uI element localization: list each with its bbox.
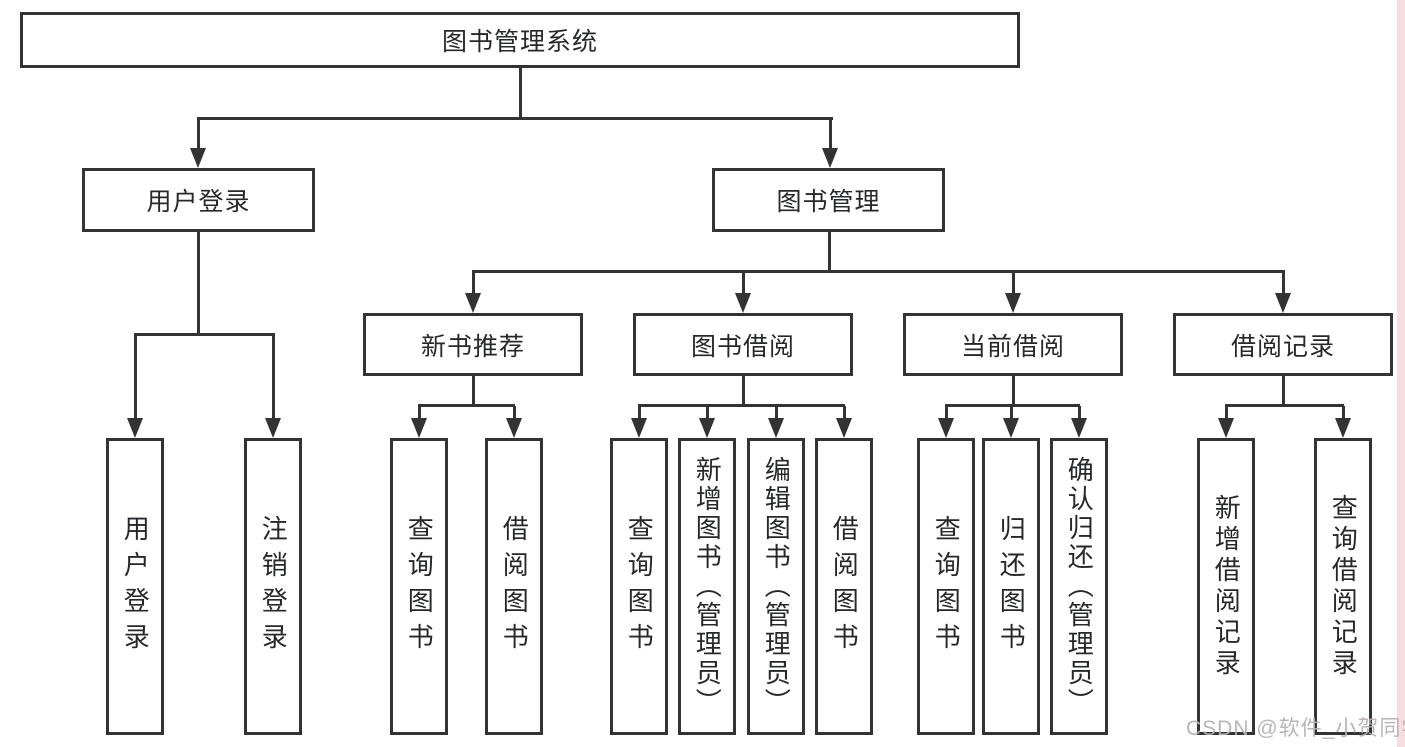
leaf-br-query-record: 查询借阅记录: [1314, 438, 1372, 735]
leaf-label: 借阅图书: [829, 514, 860, 659]
connector-drop-user-login: [197, 119, 200, 150]
leaf-label: 归还图书: [996, 514, 1027, 659]
node-label: 图书借阅: [690, 332, 795, 361]
connector-drop-cb-query: [945, 406, 948, 420]
leaf-logout: 注销登录: [244, 438, 302, 735]
arrowhead-bb-add: [699, 418, 715, 438]
node-label: 用户登录: [146, 188, 251, 216]
arrowhead-br-add: [1218, 418, 1234, 438]
leaf-br-add-record: 新增借阅记录: [1197, 438, 1255, 735]
arrowhead-borrow-records: [1275, 293, 1291, 313]
leaf-label: 确认归还（管理员）: [1064, 456, 1095, 717]
leaf-cb-query-books: 查询图书: [917, 438, 975, 735]
node-label: 新书推荐: [420, 332, 525, 361]
arrowhead-cb-return: [1003, 418, 1019, 438]
connector-drop-new-book-rec: [472, 272, 475, 295]
node-root: 图书管理系统: [20, 12, 1020, 68]
connector-bb-stem: [742, 376, 745, 407]
node-user-login: 用户登录: [82, 168, 315, 232]
leaf-label: 新增图书（管理员）: [692, 456, 723, 717]
arrowhead-new-book-rec: [465, 293, 481, 313]
arrowhead-current-borrow: [1005, 293, 1021, 313]
connector-nbr-branch: [418, 404, 515, 407]
arrowhead-user-login: [190, 148, 206, 168]
connector-nbr-stem: [472, 376, 475, 407]
leaf-label: 借阅图书: [499, 514, 530, 659]
arrowhead-cb-query: [938, 418, 954, 438]
leaf-nbr-query-books: 查询图书: [390, 438, 448, 735]
arrowhead-book-borrow: [735, 293, 751, 313]
arrowhead-bb-edit: [768, 418, 784, 438]
node-label: 图书管理系统: [441, 28, 598, 56]
connector-bb-branch: [638, 404, 845, 407]
connector-cb-stem: [1012, 376, 1015, 407]
leaf-label: 新增借阅记录: [1211, 493, 1242, 680]
leaf-label: 编辑图书（管理员）: [761, 456, 792, 717]
arrowhead-bb-query: [631, 418, 647, 438]
arrowhead-cb-confirm: [1071, 418, 1087, 438]
connector-book-mgmt-stem: [828, 232, 831, 273]
node-new-book-recommend: 新书推荐: [363, 313, 583, 376]
connector-user-login-branch: [134, 333, 275, 336]
connector-drop-br-query: [1342, 406, 1345, 420]
connector-drop-bb-borrow: [843, 406, 846, 420]
leaf-label: 查询图书: [931, 514, 962, 659]
node-label: 借阅记录: [1230, 332, 1335, 361]
connector-drop-book-borrow: [742, 272, 745, 295]
right-accent-strip: [1397, 0, 1405, 747]
arrowhead-book-mgmt: [822, 148, 838, 168]
node-current-borrow: 当前借阅: [903, 313, 1123, 376]
leaf-cb-confirm-return-admin: 确认归还（管理员）: [1050, 438, 1108, 735]
arrowhead-bb-borrow: [836, 418, 852, 438]
leaf-label: 查询图书: [624, 514, 655, 659]
arrowhead-leaf-logout: [265, 418, 281, 438]
leaf-bb-query-books: 查询图书: [610, 438, 668, 735]
connector-book-mgmt-branch: [472, 270, 1285, 273]
leaf-label: 查询图书: [404, 514, 435, 659]
node-book-mgmt: 图书管理: [712, 168, 945, 232]
leaf-cb-return-books: 归还图书: [982, 438, 1040, 735]
leaf-label: 查询借阅记录: [1328, 493, 1359, 680]
connector-drop-book-mgmt: [829, 119, 832, 150]
arrowhead-leaf-user-login: [127, 418, 143, 438]
leaf-label: 注销登录: [258, 514, 289, 659]
connector-drop-bb-query: [638, 406, 641, 420]
node-borrow-records: 借阅记录: [1173, 313, 1393, 376]
leaf-bb-borrow-books: 借阅图书: [815, 438, 873, 735]
connector-drop-nbr-borrow: [513, 406, 516, 420]
arrowhead-br-query: [1335, 418, 1351, 438]
node-label: 当前借阅: [960, 332, 1065, 361]
watermark: CSDN @软件_小贺同学: [1186, 717, 1405, 740]
connector-br-stem: [1282, 376, 1285, 407]
connector-drop-borrow-records: [1282, 272, 1285, 295]
connector-drop-leaf-user-login: [134, 335, 137, 420]
leaf-label: 用户登录: [120, 514, 151, 659]
leaf-user-login: 用户登录: [106, 438, 164, 735]
connector-drop-current-borrow: [1012, 272, 1015, 295]
connector-root-stem: [519, 68, 522, 120]
connector-drop-bb-add: [706, 406, 709, 420]
connector-drop-leaf-logout: [272, 335, 275, 420]
connector-drop-nbr-query: [418, 406, 421, 420]
connector-user-login-stem: [197, 232, 200, 336]
arrowhead-nbr-query: [411, 418, 427, 438]
connector-drop-bb-edit: [775, 406, 778, 420]
connector-drop-cb-confirm: [1078, 406, 1081, 420]
node-book-borrow: 图书借阅: [633, 313, 853, 376]
connector-root-branch: [197, 117, 833, 120]
connector-drop-cb-return: [1010, 406, 1013, 420]
node-label: 图书管理: [776, 188, 881, 216]
leaf-bb-edit-books-admin: 编辑图书（管理员）: [747, 438, 805, 735]
connector-cb-branch: [945, 404, 1080, 407]
connector-br-branch: [1225, 404, 1344, 407]
connector-drop-br-add: [1225, 406, 1228, 420]
leaf-bb-add-books-admin: 新增图书（管理员）: [678, 438, 736, 735]
arrowhead-nbr-borrow: [506, 418, 522, 438]
leaf-nbr-borrow-books: 借阅图书: [485, 438, 543, 735]
